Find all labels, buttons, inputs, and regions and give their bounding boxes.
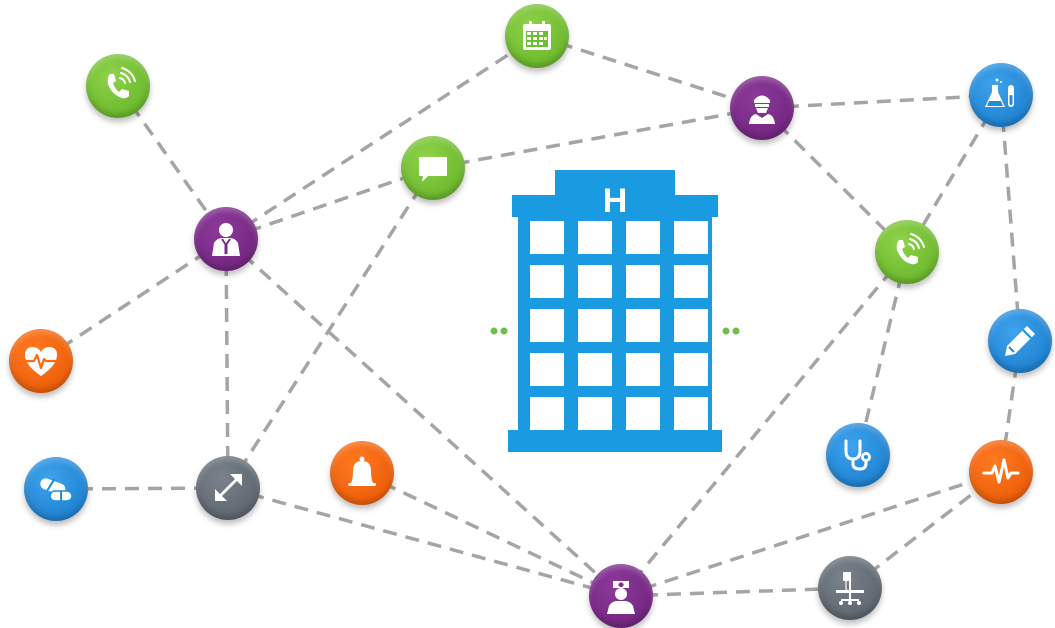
stethoscope-icon [844, 439, 871, 471]
heart-node [9, 329, 73, 393]
chat-node [401, 136, 465, 200]
nurse-icon [607, 581, 635, 614]
connection-line [361, 471, 622, 598]
hospital-window [626, 221, 660, 254]
connection-line [224, 238, 230, 489]
hospital-window [530, 265, 564, 298]
hospital-window [578, 397, 612, 430]
hospital-window [530, 309, 564, 342]
hospital-window [674, 353, 708, 386]
calendar-icon [523, 21, 551, 50]
connection-line [225, 34, 538, 241]
connection-line [432, 106, 763, 170]
lab-flask-node [969, 63, 1033, 127]
hospital-window [578, 221, 612, 254]
connector-dot [732, 327, 740, 335]
phone-icon [896, 233, 925, 265]
chat-icon [419, 157, 447, 182]
hospital-building: H [490, 170, 740, 452]
connection-line [761, 93, 1002, 110]
connection-line [760, 106, 909, 254]
nurse-node [589, 564, 653, 628]
phone-node [86, 54, 150, 118]
phone-icon [107, 67, 136, 99]
surgeon-node [730, 76, 794, 140]
surgeon-icon [749, 95, 775, 124]
bell-node [330, 441, 394, 505]
iv-stand-node [818, 556, 882, 620]
hospital-window [530, 353, 564, 386]
pulse-node [969, 440, 1033, 504]
expand-arrow-icon [215, 474, 242, 501]
connection-line [40, 237, 227, 363]
hospital-window [674, 397, 708, 430]
hospital-sign: H [603, 182, 628, 220]
pills-icon [40, 478, 73, 502]
connection-line [226, 167, 435, 489]
pencil-node [988, 309, 1052, 373]
heart-pulse-icon [25, 347, 57, 376]
hospital-window [626, 265, 660, 298]
hospital-window [674, 221, 708, 254]
phone-node [875, 220, 939, 284]
connection-line [856, 251, 909, 456]
pills-node [24, 457, 88, 521]
stethoscope-node [826, 423, 890, 487]
doctor-icon [212, 223, 240, 256]
connector-dot [490, 327, 498, 335]
expand-node [196, 456, 260, 520]
iv-stand-icon [836, 572, 864, 605]
connector-dot [500, 327, 508, 335]
hospital-window [626, 309, 660, 342]
connection-line [999, 94, 1022, 342]
hospital-window [578, 309, 612, 342]
pencil-icon [1005, 326, 1035, 356]
lab-flask-icon [985, 78, 1014, 107]
connection-line [619, 250, 909, 598]
connection-line [536, 34, 763, 110]
connection-line [620, 470, 1002, 598]
bell-icon [348, 456, 376, 486]
pulse-icon [982, 458, 1020, 484]
connector-dot [722, 327, 730, 335]
hospital-window [530, 397, 564, 430]
calendar-node [505, 4, 569, 68]
connection-line [225, 166, 434, 241]
hospital-window [578, 353, 612, 386]
connection-line [224, 237, 623, 598]
hospital-window [626, 353, 660, 386]
hospital-window [578, 265, 612, 298]
doctor-node [194, 207, 258, 271]
connection-line [620, 586, 851, 598]
hospital-window [530, 221, 564, 254]
hospital-window [674, 309, 708, 342]
hospital-window [674, 265, 708, 298]
hospital-window [626, 397, 660, 430]
